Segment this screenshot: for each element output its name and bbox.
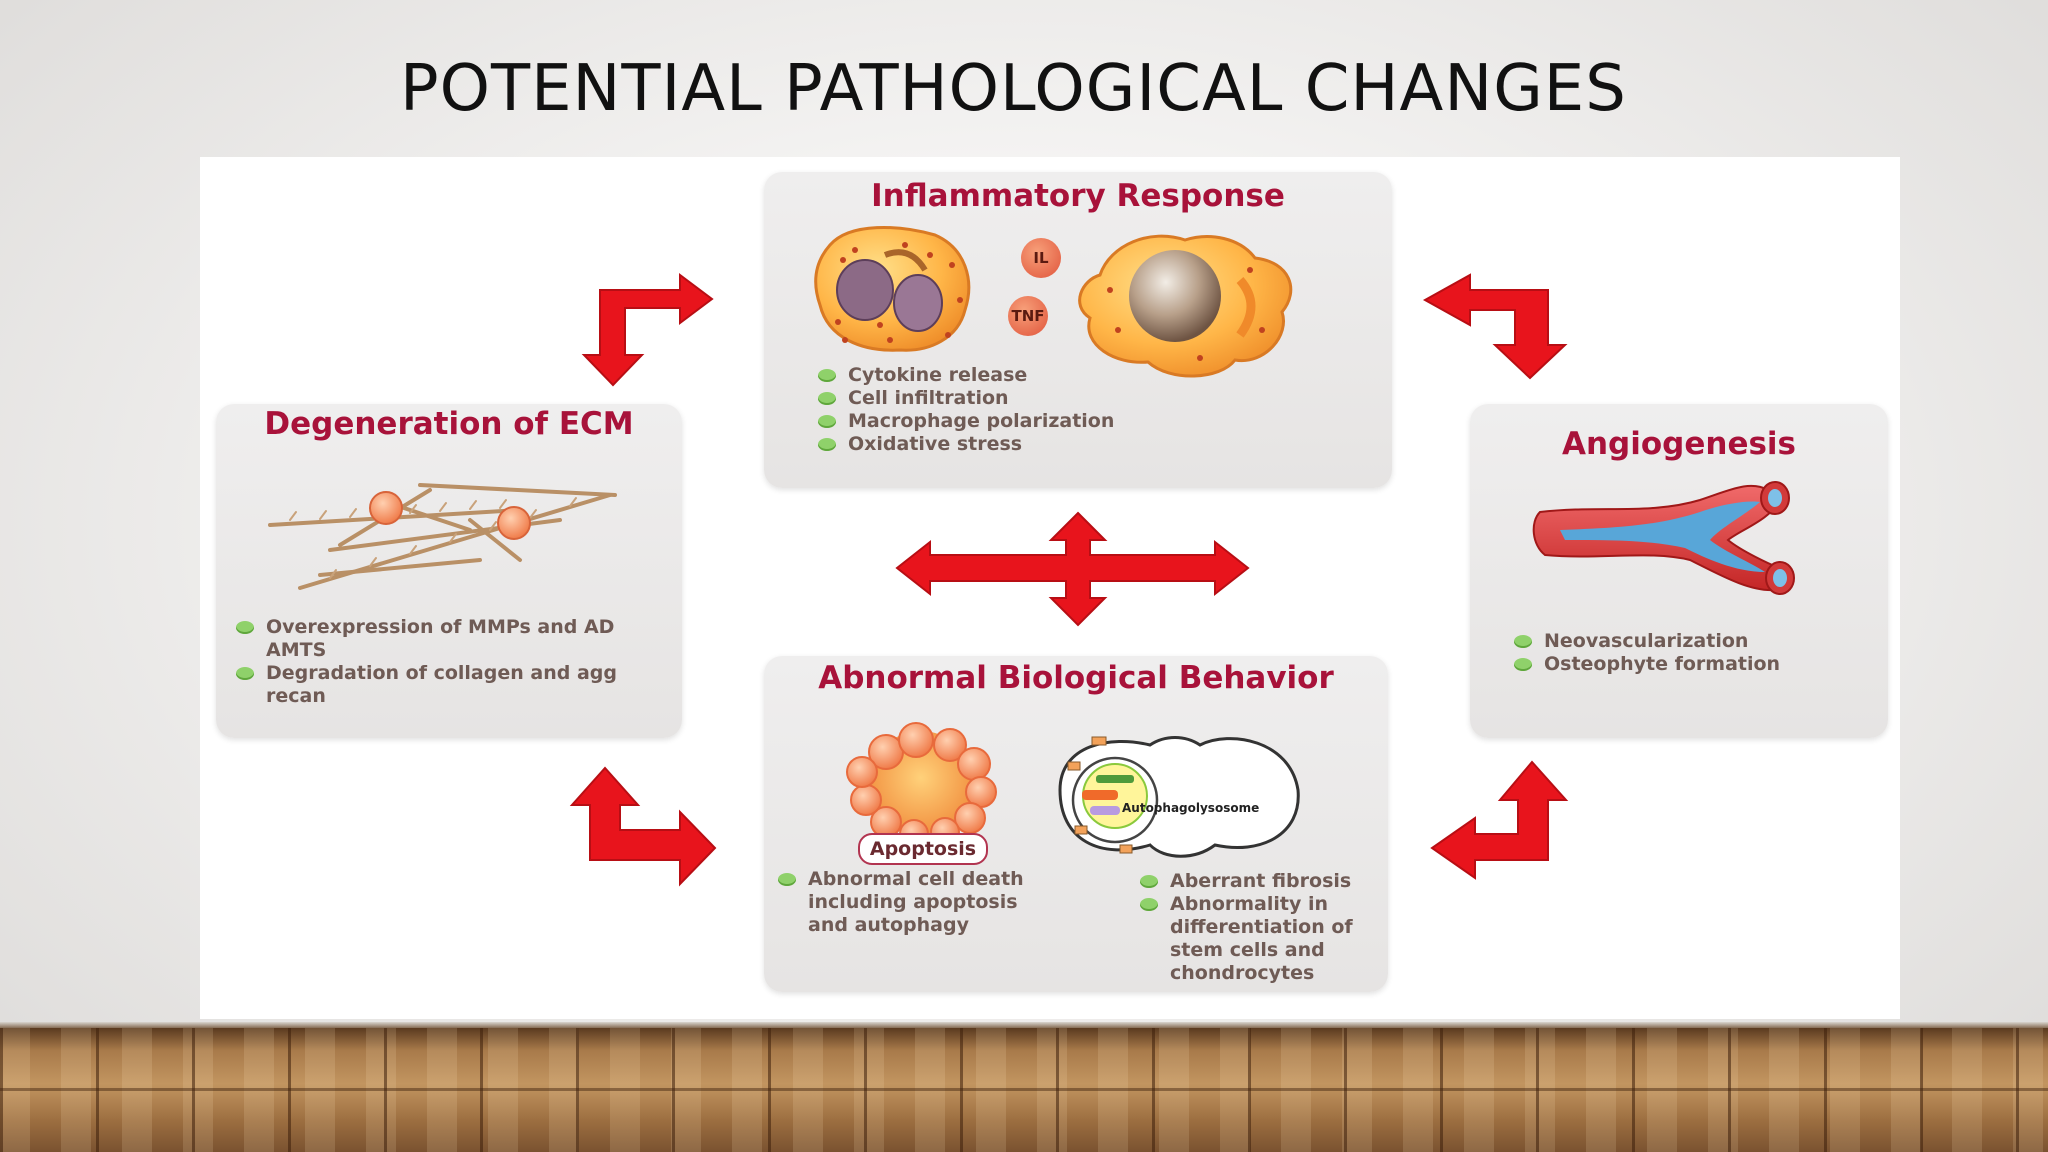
abnormal-behavior-title: Abnormal Biological Behavior xyxy=(818,660,1334,696)
list-item: Abnormality in differentiation of stem c… xyxy=(1136,893,1376,985)
angiogenesis-bullets: Neovascularization Osteophyte formation xyxy=(1510,630,1870,676)
ecm-degeneration-box: Degeneration of ECM Overexpression of MM… xyxy=(216,404,682,738)
list-item: Oxidative stress xyxy=(814,433,1334,456)
angiogenesis-title: Angiogenesis xyxy=(1561,426,1796,462)
list-item: Overexpression of MMPs and AD AMTS xyxy=(232,616,652,662)
floor-edge xyxy=(0,1022,2048,1030)
list-item: Neovascularization xyxy=(1510,630,1870,653)
list-item: Abnormal cell death including apoptosis … xyxy=(774,868,1044,937)
list-item: Cytokine release xyxy=(814,364,1334,387)
abnormal-behavior-box: Abnormal Biological Behavior Abnormal ce… xyxy=(764,656,1388,992)
list-item: Osteophyte formation xyxy=(1510,653,1870,676)
ecm-title: Degeneration of ECM xyxy=(264,406,634,442)
slide-title: POTENTIAL PATHOLOGICAL CHANGES xyxy=(400,52,1627,126)
apoptosis-label: Apoptosis xyxy=(858,833,988,865)
list-item: Macrophage polarization xyxy=(814,410,1334,433)
inflammatory-bullets: Cytokine release Cell infiltration Macro… xyxy=(814,364,1334,456)
autophagolysosome-label: Autophagolysosome xyxy=(1122,801,1260,815)
list-item: Aberrant fibrosis xyxy=(1136,870,1376,893)
tnf-label: TNF xyxy=(1008,296,1048,336)
il-label: IL xyxy=(1021,238,1061,278)
ecm-bullets: Overexpression of MMPs and AD AMTS Degra… xyxy=(232,616,652,708)
abnormal-bullets-right: Aberrant fibrosis Abnormality in differe… xyxy=(1136,870,1376,985)
inflammatory-response-title: Inflammatory Response xyxy=(871,178,1285,214)
list-item: Cell infiltration xyxy=(814,387,1334,410)
wooden-floor xyxy=(0,1028,2048,1152)
inflammatory-response-box: Inflammatory Response Cytokine release C… xyxy=(764,172,1392,488)
angiogenesis-box: Angiogenesis Neovascularization Osteophy… xyxy=(1470,404,1888,738)
list-item: Degradation of collagen and agg recan xyxy=(232,662,652,708)
abnormal-bullets-left: Abnormal cell death including apoptosis … xyxy=(774,868,1044,937)
